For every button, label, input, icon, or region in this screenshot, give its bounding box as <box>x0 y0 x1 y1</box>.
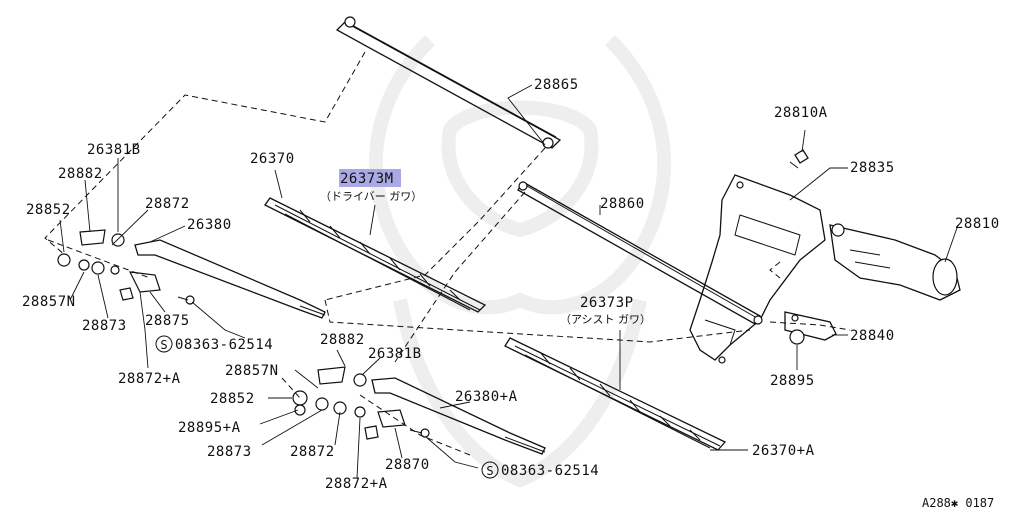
label-28872-bot: 28872 <box>290 444 335 460</box>
label-28835: 28835 <box>850 160 895 176</box>
label-26370A: 26370+A <box>752 443 815 459</box>
label-08363-bot: 08363-62514 <box>501 463 599 479</box>
label-28873-top: 28873 <box>82 318 127 334</box>
label-28852-top: 28852 <box>26 202 71 218</box>
label-28875: 28875 <box>145 313 190 329</box>
label-28810: 28810 <box>955 216 1000 232</box>
svg-text:S: S <box>486 464 493 478</box>
wiper-arm-lower <box>371 377 546 455</box>
label-28857N-top: 28857N <box>22 294 76 310</box>
wiper-motor-bracket <box>689 174 826 364</box>
label-28810A: 28810A <box>774 105 828 121</box>
highlight-26373M <box>339 169 401 187</box>
label-28872-top: 28872 <box>145 196 190 212</box>
label-28872A-bot: 28872+A <box>325 476 388 492</box>
pivot-hardware-upper <box>57 229 195 305</box>
label-28865: 28865 <box>534 77 579 93</box>
linkage-rod-long <box>517 181 763 325</box>
part-labels: 28865 28810A 28835 28810 28860 28840 288… <box>22 77 1000 510</box>
label-26381B-top: 26381B <box>87 142 141 158</box>
label-28882-bot: 28882 <box>320 332 365 348</box>
label-28882-top: 28882 <box>58 166 103 182</box>
leader-lines <box>59 84 959 479</box>
label-28873-bot: 28873 <box>207 444 252 460</box>
s-symbol-top: S <box>155 335 173 353</box>
s-symbol-bottom: S <box>481 461 499 479</box>
link-bracket-28840 <box>784 311 837 341</box>
nut-28895 <box>789 329 805 345</box>
svg-text:S: S <box>160 338 167 352</box>
label-26380: 26380 <box>187 217 232 233</box>
reference-code: A288✱ 0187 <box>922 496 994 510</box>
label-26373P: 26373P <box>580 295 634 311</box>
bolt-28810A <box>789 149 809 169</box>
label-28895A: 28895+A <box>178 420 241 436</box>
label-28872A-top: 28872+A <box>118 371 181 387</box>
wiper-motor <box>829 223 961 301</box>
wiper-arm-upper <box>134 239 326 319</box>
label-28895: 28895 <box>770 373 815 389</box>
label-28860: 28860 <box>600 196 645 212</box>
linkage-rod-upper <box>335 16 562 149</box>
label-28870: 28870 <box>385 457 430 473</box>
label-26380A: 26380+A <box>455 389 518 405</box>
assembly-dashed-lines <box>44 51 851 456</box>
label-28840: 28840 <box>850 328 895 344</box>
wiper-blade-driver <box>264 197 487 313</box>
label-08363-top: 08363-62514 <box>175 337 273 353</box>
label-26373P-note: （アシスト ガワ） <box>560 313 651 326</box>
label-26381B-bot: 26381B <box>368 346 422 362</box>
label-26370: 26370 <box>250 151 295 167</box>
pivot-hardware-lower <box>292 366 430 440</box>
label-28852-bot: 28852 <box>210 391 255 407</box>
label-26373M-note: （ドライバー ガワ） <box>320 190 422 203</box>
watermark-crest <box>368 35 672 488</box>
label-26373M: 26373M <box>340 171 394 187</box>
label-28857N-bot: 28857N <box>225 363 279 379</box>
